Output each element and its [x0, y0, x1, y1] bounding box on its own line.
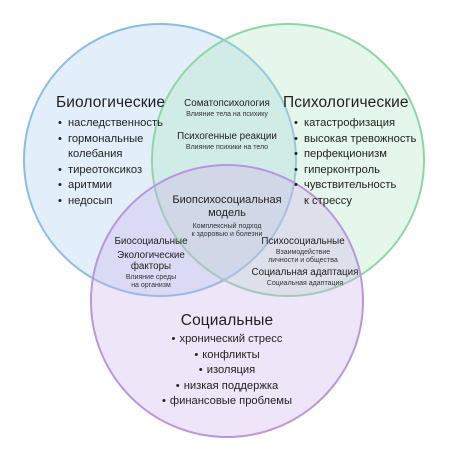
social-adaptation-subtitle: Социальная адаптация — [266, 280, 344, 287]
center-subtitle: Комплексный подход к здоровью и болезни — [191, 223, 263, 238]
psychological-circle — [151, 23, 425, 297]
list-item: низкая поддержка — [162, 379, 292, 395]
list-item: аритмии — [58, 178, 163, 194]
list-item: изоляция — [162, 363, 292, 379]
list-item: гиперконтроль — [294, 163, 416, 179]
psychological-title: Психологические — [283, 94, 409, 111]
list-item: чувствительность — [294, 178, 416, 194]
list-item: тиреотоксикоз — [58, 163, 163, 179]
ecological-subtitle: Влияние среды на организм — [125, 274, 177, 289]
psychological-list: катастрофизация высокая тревожность перф… — [294, 116, 416, 209]
list-item-continuation: к стрессу — [304, 194, 352, 207]
biological-list: наследственность гормональные колебания … — [58, 116, 163, 209]
social-list: хронический стресс конфликты изоляция ни… — [162, 332, 292, 410]
list-item: финансовые проблемы — [162, 394, 292, 410]
psychogenic-title: Психогенные реакции — [177, 131, 277, 142]
social-adaptation-title: Социальная адаптация — [251, 267, 359, 278]
list-item: конфликты — [162, 348, 292, 364]
list-item-continuation: колебания — [68, 148, 123, 160]
list-item: гормональные — [58, 132, 163, 148]
somatopsychology-subtitle: Влияние тела на психику — [186, 111, 268, 118]
list-item: недосып — [58, 194, 163, 210]
list-item: перфекционизм — [294, 147, 416, 163]
list-item: наследственность — [58, 116, 163, 132]
list-item: высокая тревожность — [294, 132, 416, 148]
social-circle — [90, 164, 364, 438]
psychosocial-subtitle: Взаимодействие личности и общества — [268, 249, 338, 264]
ecological-title: Экологические факторы — [117, 250, 185, 273]
list-item: хронический стресс — [162, 332, 292, 348]
center-title: Биопсихосоциальная модель — [172, 194, 282, 219]
somatopsychology-title: Соматопсихология — [184, 98, 270, 109]
psychogenic-subtitle: Влияние психики на тело — [185, 144, 269, 151]
biological-title: Биологические — [56, 94, 166, 111]
psychosocial-title: Психосоциальные — [261, 236, 345, 247]
social-title: Социальные — [180, 312, 274, 329]
list-item: катастрофизация — [294, 116, 416, 132]
biosocial-title: Биосоциальные — [114, 236, 188, 247]
